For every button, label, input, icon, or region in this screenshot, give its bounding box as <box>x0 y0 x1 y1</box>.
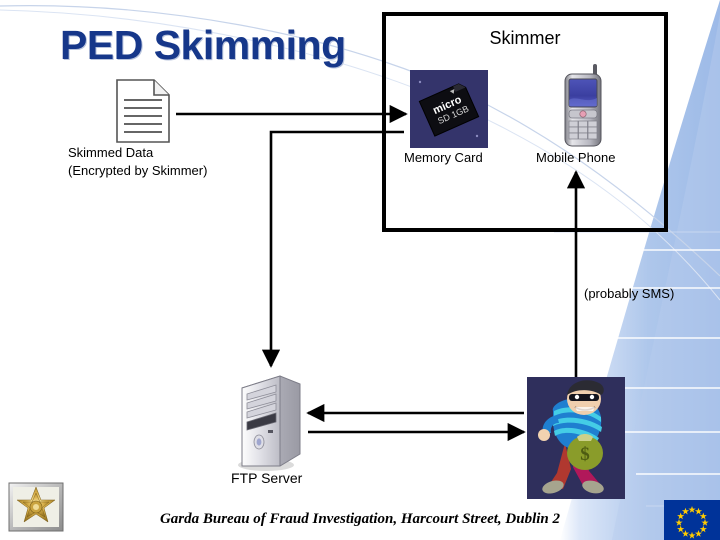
skimmed-data-label-line1: Skimmed Data <box>68 145 154 160</box>
memory-card-label: Memory Card <box>404 150 483 165</box>
mobile-phone-label: Mobile Phone <box>536 150 616 165</box>
document-icon <box>114 78 172 144</box>
eu-flag-icon <box>664 500 720 540</box>
mobile-phone-icon <box>556 62 612 148</box>
ftp-server-label: FTP Server <box>231 470 303 486</box>
svg-text:$: $ <box>580 444 590 465</box>
sms-annotation: (probably SMS) <box>584 286 675 301</box>
skimmed-data-label-line2: (Encrypted by Skimmer) <box>68 163 208 178</box>
footer-attribution: Garda Bureau of Fraud Investigation, Har… <box>159 511 561 527</box>
burglar-icon: $ <box>527 377 625 499</box>
server-tower-icon <box>232 370 306 474</box>
page-title: PED Skimming <box>60 22 346 68</box>
garda-badge-icon <box>8 482 64 532</box>
skimmer-group-label: Skimmer <box>489 28 561 48</box>
memory-card-icon: micro SD 1GB <box>410 70 488 148</box>
skimmer-group-box <box>382 12 668 232</box>
